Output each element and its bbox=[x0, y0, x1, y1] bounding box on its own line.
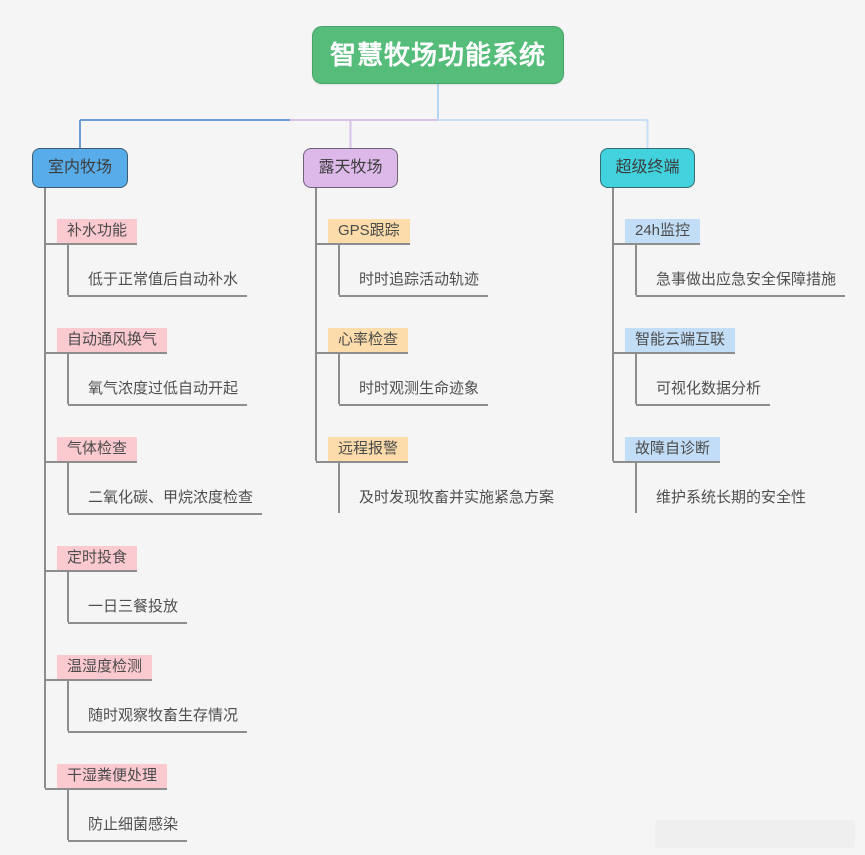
topic-label: 干湿粪便处理 bbox=[57, 764, 168, 788]
topic-label: 智能云端互联 bbox=[625, 328, 736, 352]
detail-node[interactable]: 维护系统长期的安全性 bbox=[656, 489, 807, 506]
branch-node-3[interactable]: 超级终端 bbox=[600, 148, 695, 188]
topic-node[interactable]: 气体检查 bbox=[45, 437, 138, 463]
branch-node-2[interactable]: 露天牧场 bbox=[303, 148, 398, 188]
topic-label: 自动通风换气 bbox=[57, 328, 168, 352]
topic-node[interactable]: 远程报警 bbox=[316, 437, 409, 463]
topic-node[interactable]: GPS跟踪 bbox=[316, 219, 410, 245]
topic-label: 远程报警 bbox=[328, 437, 409, 461]
topic-node[interactable]: 故障自诊断 bbox=[613, 437, 721, 463]
detail-node[interactable]: 及时发现牧畜并实施紧急方案 bbox=[359, 489, 555, 506]
topic-label: 补水功能 bbox=[57, 219, 138, 243]
topic-node[interactable]: 智能云端互联 bbox=[613, 328, 736, 354]
topic-label: 定时投食 bbox=[57, 546, 138, 570]
topic-node[interactable]: 心率检查 bbox=[316, 328, 409, 354]
topic-label: GPS跟踪 bbox=[328, 219, 410, 243]
topic-label: 故障自诊断 bbox=[625, 437, 721, 461]
topic-node[interactable]: 24h监控 bbox=[613, 219, 701, 245]
topic-label: 气体检查 bbox=[57, 437, 138, 461]
topic-node[interactable]: 定时投食 bbox=[45, 546, 138, 572]
detail-node[interactable]: 急事做出应急安全保障措施 bbox=[636, 269, 846, 297]
branch-node-1[interactable]: 室内牧场 bbox=[32, 148, 128, 188]
topic-label: 心率检查 bbox=[328, 328, 409, 352]
topic-node[interactable]: 干湿粪便处理 bbox=[45, 764, 168, 790]
detail-node[interactable]: 随时观察牧畜生存情况 bbox=[68, 705, 248, 733]
watermark bbox=[655, 820, 855, 848]
detail-node[interactable]: 防止细菌感染 bbox=[68, 814, 188, 842]
detail-node[interactable]: 时时观测生命迹象 bbox=[339, 378, 489, 406]
topic-node[interactable]: 温湿度检测 bbox=[45, 655, 153, 681]
detail-node[interactable]: 一日三餐投放 bbox=[68, 596, 188, 624]
detail-node[interactable]: 可视化数据分析 bbox=[636, 378, 771, 406]
topic-node[interactable]: 自动通风换气 bbox=[45, 328, 168, 354]
detail-node[interactable]: 氧气浓度过低自动开起 bbox=[68, 378, 248, 406]
topic-label: 温湿度检测 bbox=[57, 655, 153, 679]
detail-node[interactable]: 二氧化碳、甲烷浓度检查 bbox=[68, 487, 263, 515]
root-node[interactable]: 智慧牧场功能系统 bbox=[312, 26, 564, 84]
detail-node[interactable]: 时时追踪活动轨迹 bbox=[339, 269, 489, 297]
topic-label: 24h监控 bbox=[625, 219, 701, 243]
topic-node[interactable]: 补水功能 bbox=[45, 219, 138, 245]
detail-node[interactable]: 低于正常值后自动补水 bbox=[68, 269, 248, 297]
